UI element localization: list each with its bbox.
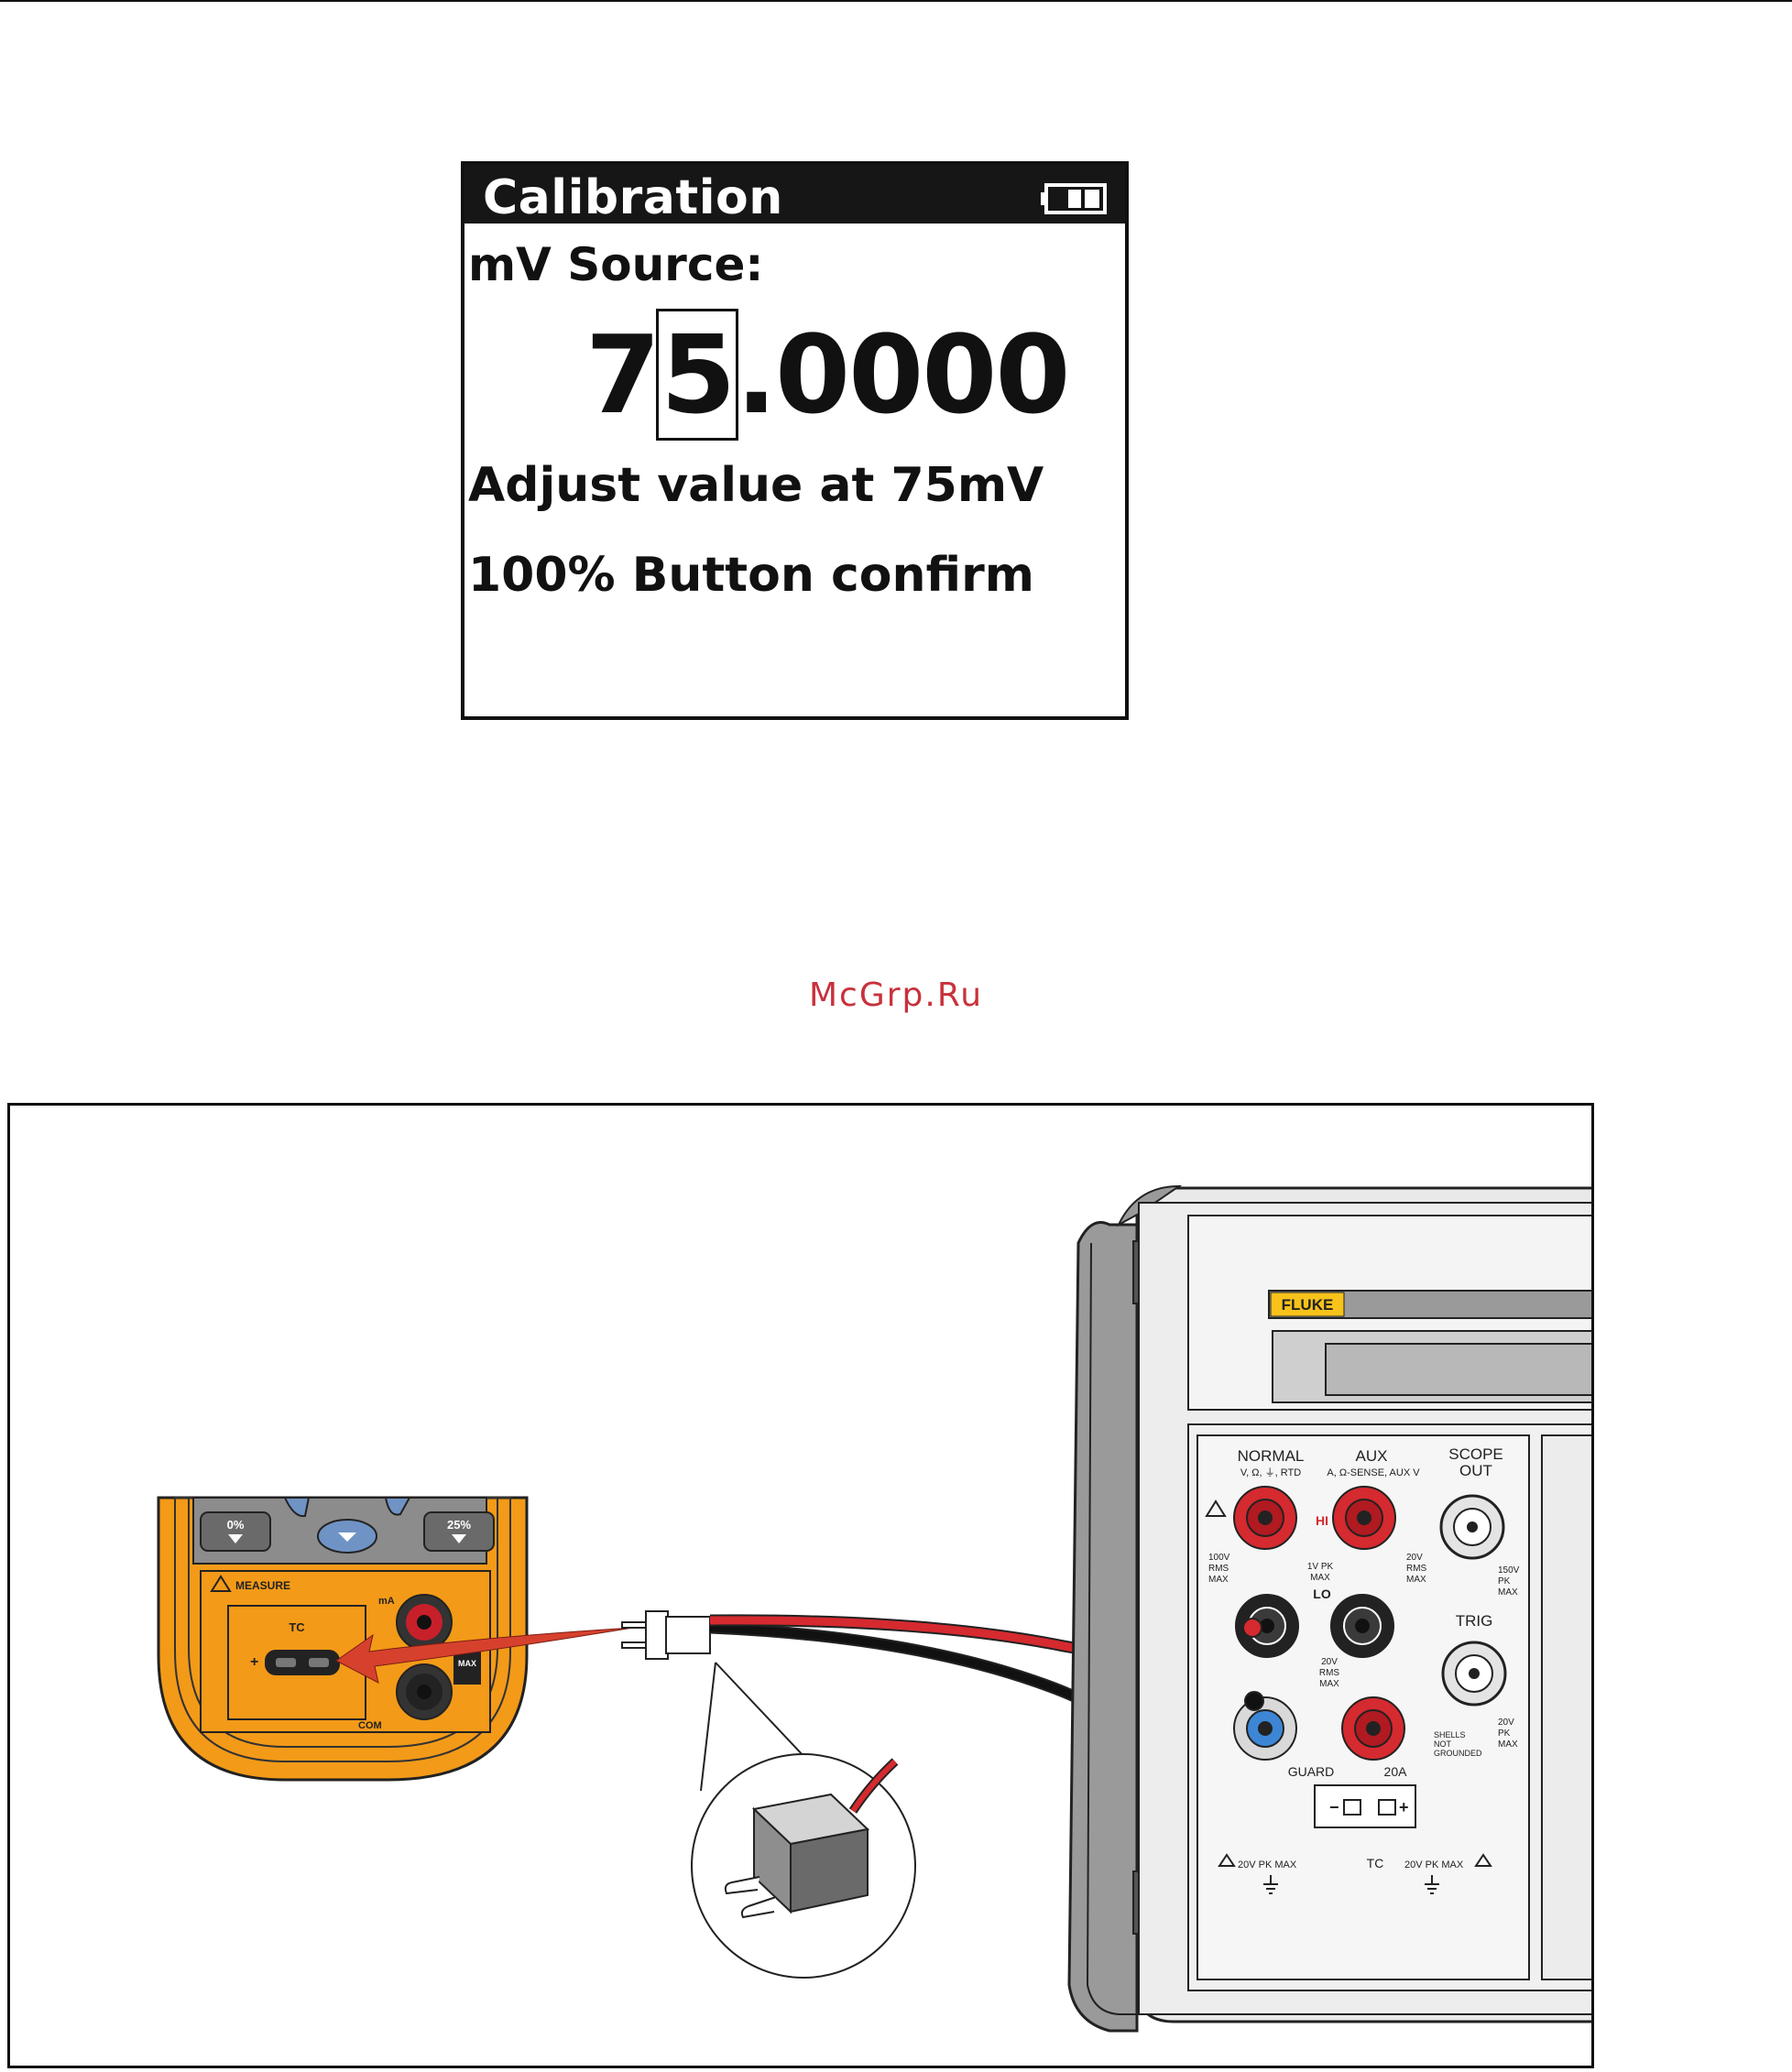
trig-spec-2: PK [1498, 1728, 1511, 1739]
max-label: MAX [458, 1659, 476, 1668]
svg-text:+: + [1399, 1798, 1409, 1816]
value-suffix: .0000 [736, 311, 1070, 438]
top-rule [0, 0, 1792, 2]
mid-spec-1: 20V [1321, 1657, 1338, 1667]
hi-label: HI [1316, 1513, 1328, 1528]
warning-icon [210, 1575, 232, 1592]
source-value[interactable]: 75.0000 [585, 309, 1070, 441]
warning-icon [1205, 1499, 1227, 1517]
scope-spec-3: MAX [1498, 1587, 1518, 1598]
twentyfive-percent-label: 25% [447, 1518, 471, 1532]
thermocouple-plug[interactable] [621, 1610, 711, 1660]
rms-left-3: MAX [1208, 1575, 1229, 1585]
mid-spec-2: RMS [1319, 1668, 1340, 1678]
scope-spec-2: PK [1498, 1576, 1511, 1587]
lo-spec-2: MAX [1310, 1573, 1330, 1583]
connection-figure: 0% 25% MEASURE TC + mA COM [7, 1103, 1594, 2068]
handheld-calibrator: 0% 25% MEASURE TC + mA COM [157, 1496, 529, 1782]
tc-plus-label: + [250, 1654, 258, 1670]
zero-percent-button[interactable] [200, 1511, 271, 1552]
svg-text:−: − [1329, 1798, 1339, 1816]
screen-title-bar: Calibration [464, 165, 1125, 225]
lo-spec-1: 1V PK [1307, 1562, 1334, 1572]
aux-label: AUX [1356, 1447, 1388, 1465]
scope-spec-1: 150V [1498, 1565, 1520, 1576]
value-prefix: 7 [585, 311, 661, 438]
measure-label: MEASURE [235, 1579, 290, 1592]
mid-spec-3: MAX [1319, 1679, 1339, 1689]
ground-icon [1263, 1875, 1278, 1894]
twentyfive-percent-button[interactable] [423, 1511, 495, 1552]
tc-jack[interactable] [265, 1650, 340, 1675]
source-label: mV Source: [468, 238, 764, 291]
rms-left-1: 100V [1208, 1553, 1230, 1563]
shells-label-2: NOT [1434, 1739, 1452, 1749]
normal-sub-label: V, Ω, ⏚, RTD [1240, 1467, 1301, 1478]
shells-label-1: SHELLS [1434, 1730, 1466, 1739]
rms-right-1: 20V [1406, 1553, 1423, 1563]
ground-icon [1425, 1875, 1439, 1894]
zero-percent-label: 0% [227, 1518, 245, 1532]
connection-diagram: 0% 25% MEASURE TC + mA COM [157, 1184, 1591, 2033]
plug-detail-icon [724, 1758, 899, 1919]
tc-label: TC [289, 1620, 305, 1634]
trig-spec-1: 20V [1498, 1718, 1514, 1728]
scope-label: SCOPE [1448, 1445, 1503, 1463]
value-cursor-digit[interactable]: 5 [656, 309, 739, 441]
shells-label-3: GROUNDED [1434, 1749, 1482, 1758]
rms-right-2: RMS [1406, 1564, 1427, 1574]
rms-left-2: RMS [1208, 1564, 1229, 1574]
screen-title: Calibration [483, 170, 783, 225]
trig-label: TRIG [1456, 1612, 1493, 1630]
down-arrow-icon [338, 1532, 356, 1542]
amp-label: 20A [1384, 1764, 1408, 1779]
watermark: McGrp.Ru [808, 976, 984, 1014]
pk-left-label: 20V PK MAX [1238, 1859, 1297, 1870]
tc-socket-label: TC [1367, 1856, 1384, 1870]
fluke-logo: FLUKE [1282, 1296, 1334, 1314]
bench-calibrator: FLUKE NORMAL V, Ω, ⏚, RTD AUX A, Ω-SENSE… [1067, 1184, 1591, 2033]
pk-right-label: 20V PK MAX [1404, 1859, 1464, 1870]
trig-spec-3: MAX [1498, 1739, 1518, 1750]
insert-arrow-icon [335, 1627, 634, 1684]
calibration-screen: Calibration mV Source: 75.0000 Adjust va… [461, 161, 1129, 720]
instruction-line-1: Adjust value at 75mV [468, 458, 1044, 513]
aux-sub-label: A, Ω-SENSE, AUX V [1327, 1467, 1420, 1478]
instruction-line-2: 100% Button confirm [468, 548, 1034, 603]
tc-socket[interactable] [1314, 1784, 1416, 1828]
com-label: COM [358, 1720, 382, 1731]
normal-label: NORMAL [1238, 1447, 1305, 1465]
guard-label: GUARD [1288, 1764, 1335, 1779]
lo-label: LO [1313, 1587, 1331, 1601]
rms-right-3: MAX [1406, 1575, 1426, 1585]
battery-icon [1041, 183, 1107, 214]
ma-label: mA [378, 1596, 395, 1607]
scope-out-label: OUT [1459, 1462, 1492, 1479]
